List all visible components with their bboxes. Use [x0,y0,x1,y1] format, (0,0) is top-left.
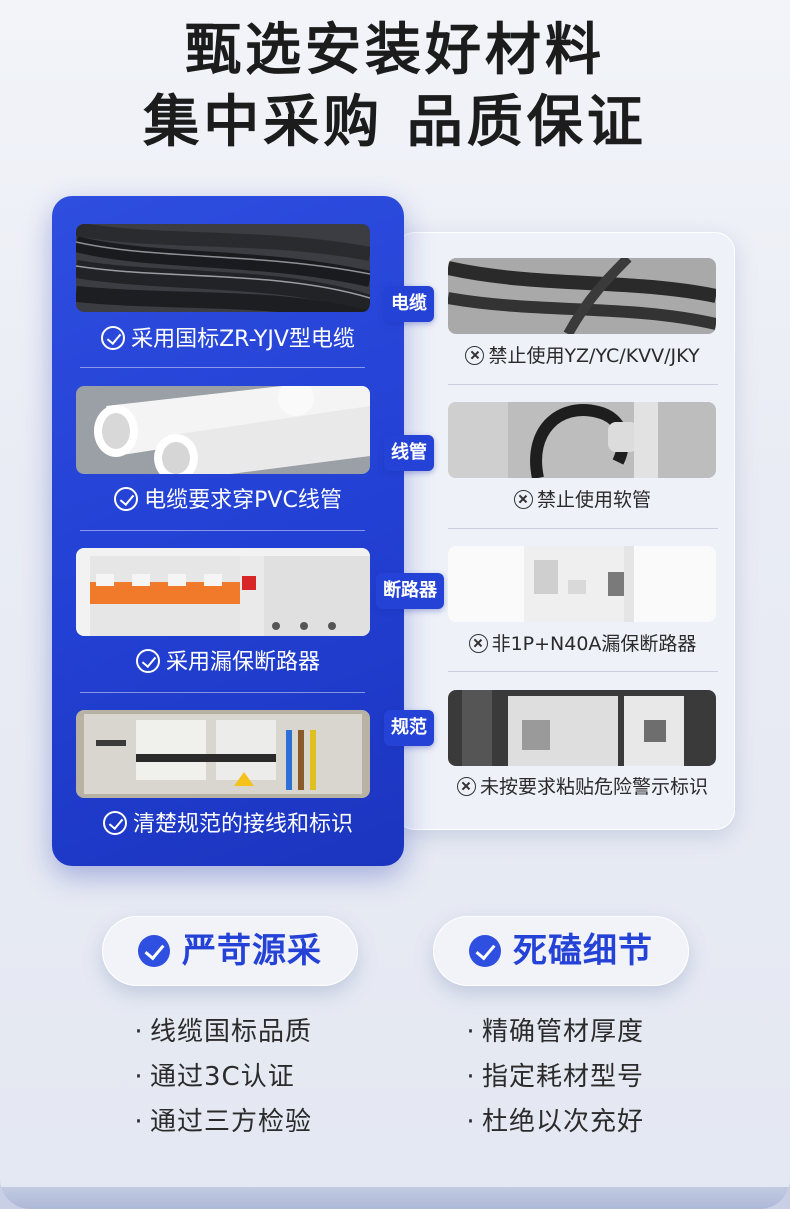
check-circle-icon [102,811,127,835]
bad-hose-photo [448,402,716,478]
good-label-1: 采用国标ZR-YJV型电缆 [52,325,404,355]
x-circle-icon [468,634,488,653]
divider [448,671,718,672]
check-badge-icon [469,935,501,967]
x-circle-icon [465,346,485,365]
check-circle-icon [135,649,160,673]
bad-panel-photo [448,690,716,766]
good-label-2: 电缆要求穿PVC线管 [52,486,404,516]
feature-point: ·指定耗材型号 [466,1062,645,1092]
tag-conduit: 线管 [384,435,434,471]
bad-label-1: 禁止使用YZ/YC/KVV/JKY [440,343,725,369]
feature-point: ·通过3C认证 [134,1062,295,1092]
divider [80,692,365,693]
divider [80,367,365,368]
divider [448,528,718,529]
check-circle-icon [101,326,126,350]
bad-cable-photo [448,258,716,334]
check-badge-icon [138,935,170,967]
feature-point: ·精确管材厚度 [466,1017,645,1047]
divider [448,384,718,385]
bad-breaker-photo [448,546,716,622]
good-label-4: 清楚规范的接线和标识 [52,810,404,840]
feature-pill-details: 死磕细节 [433,916,689,986]
bad-label-4: 未按要求粘贴危险警示标识 [440,774,725,800]
feature-point: ·杜绝以次充好 [466,1107,645,1137]
x-circle-icon [513,490,533,509]
good-breaker-photo [76,548,370,636]
check-circle-icon [114,487,139,511]
tag-breaker: 断路器 [376,573,444,609]
tag-standard: 规范 [384,710,434,746]
feature-point: ·线缆国标品质 [134,1017,313,1047]
good-panel-photo [76,710,370,798]
bad-label-3: 非1P+N40A漏保断路器 [440,631,725,657]
good-cable-photo [76,224,370,312]
headline-line-2: 集中采购 品质保证 [143,90,647,155]
good-label-3: 采用漏保断路器 [52,648,404,678]
x-circle-icon [456,777,476,796]
bad-label-2: 禁止使用软管 [440,487,725,513]
headline-line-1: 甄选安装好材料 [185,18,605,83]
bottom-band [0,1187,790,1209]
tag-cable: 电缆 [384,286,434,322]
feature-pill-sourcing: 严苛源采 [102,916,358,986]
feature-title: 死磕细节 [513,931,653,971]
divider [80,530,365,531]
good-pipe-photo [76,386,370,474]
feature-title: 严苛源采 [182,931,322,971]
feature-point: ·通过三方检验 [134,1107,313,1137]
